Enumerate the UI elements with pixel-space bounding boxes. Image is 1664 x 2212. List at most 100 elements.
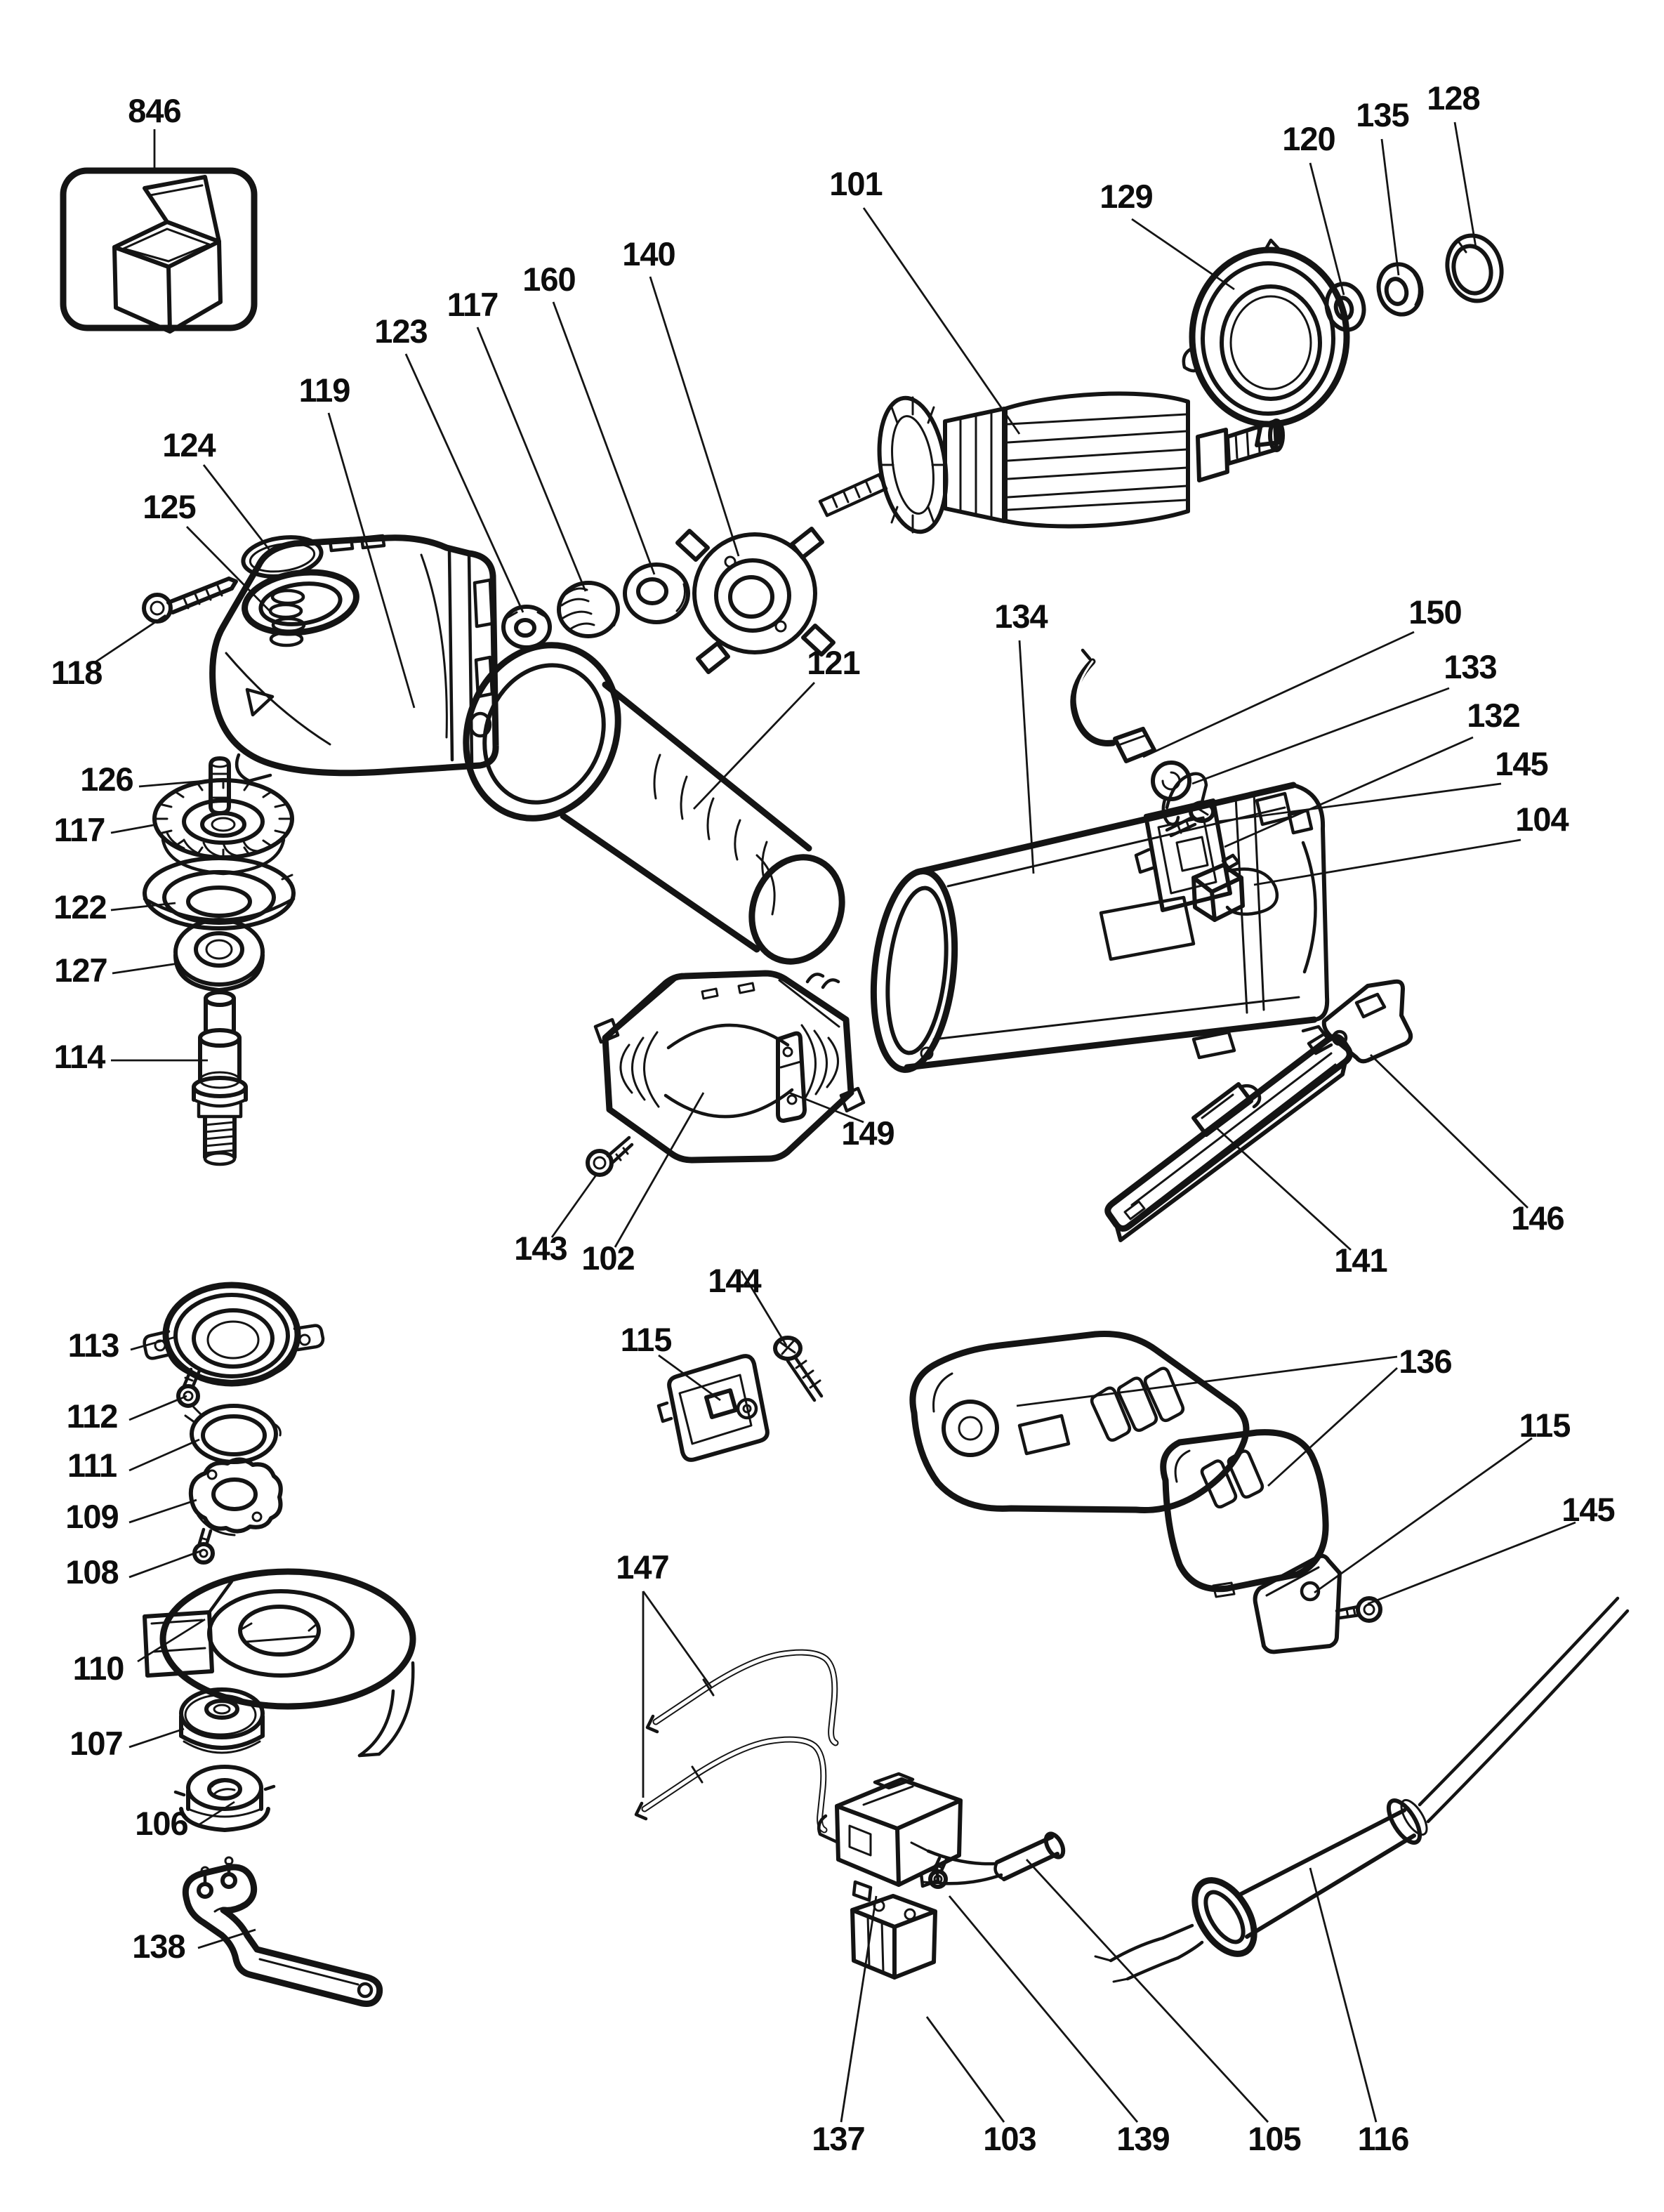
label-124: 124 — [162, 426, 216, 463]
part-lead-wire — [1070, 648, 1156, 763]
label-136: 136 — [1399, 1343, 1451, 1380]
part-handle-shell-upper — [909, 1331, 1250, 1513]
part-handle-shell-lower — [1160, 1429, 1329, 1598]
part-screw-144 — [773, 1336, 824, 1402]
part-ball-bearing — [173, 918, 265, 992]
part-slider-bar — [1104, 1025, 1353, 1242]
part-spindle — [192, 990, 248, 1166]
label-119: 119 — [299, 371, 350, 409]
leader-111 — [128, 1438, 200, 1472]
label-104: 104 — [1515, 801, 1569, 838]
part-pinion-gear — [557, 581, 620, 638]
part-screw-145-lower — [1335, 1596, 1382, 1623]
leader-102 — [614, 1092, 705, 1248]
leader-143 — [550, 1173, 598, 1238]
leader-105 — [1025, 1859, 1269, 2123]
leader-147-b — [642, 1591, 713, 1689]
label-120: 120 — [1282, 120, 1335, 157]
leader-122 — [110, 902, 176, 911]
label-101: 101 — [829, 165, 882, 202]
part-wire-lower — [634, 1736, 828, 1834]
label-113: 113 — [68, 1326, 119, 1364]
leader-109 — [128, 1499, 197, 1524]
leader-124 — [202, 464, 272, 553]
leader-123 — [404, 353, 524, 613]
leader-107 — [128, 1727, 185, 1749]
leader-121 — [692, 682, 816, 810]
label-147: 147 — [616, 1548, 668, 1586]
label-128: 128 — [1427, 79, 1479, 117]
part-bearing-cover — [143, 1282, 325, 1387]
parts-artwork — [60, 167, 1630, 2007]
part-bearing-housing-cup — [1182, 238, 1350, 447]
leader-106 — [199, 1800, 235, 1826]
leader-108 — [128, 1549, 203, 1579]
leader-160 — [552, 301, 656, 575]
part-insulator-plate — [776, 1031, 807, 1123]
leader-110 — [137, 1618, 206, 1663]
leader-127 — [112, 962, 179, 975]
label-145-lower: 145 — [1561, 1491, 1614, 1528]
part-spanner-wrench — [182, 1856, 383, 2007]
leader-103 — [925, 2016, 1005, 2123]
label-102: 102 — [581, 1239, 634, 1277]
part-wheel-guard — [143, 1568, 416, 1758]
leader-112 — [128, 1395, 187, 1421]
leader-115-switch — [658, 1354, 721, 1402]
leader-126 — [138, 779, 206, 788]
part-motor-housing — [870, 782, 1330, 1073]
label-135: 135 — [1356, 96, 1408, 133]
label-121: 121 — [807, 644, 859, 681]
part-retaining-ring-128 — [1445, 233, 1504, 303]
leader-145-right — [1217, 782, 1502, 823]
part-field-coil — [593, 970, 866, 1164]
leader-133 — [1191, 687, 1450, 785]
part-spring — [268, 588, 306, 647]
leader-132 — [1224, 736, 1474, 848]
part-wire-upper — [645, 1649, 839, 1746]
label-129: 129 — [1100, 178, 1152, 215]
label-114: 114 — [54, 1038, 106, 1075]
part-side-handle — [463, 642, 845, 965]
leader-128 — [1453, 121, 1477, 248]
leader-144 — [740, 1270, 788, 1346]
leader-118 — [93, 614, 166, 664]
leader-117-left — [110, 823, 158, 834]
leader-145-lower — [1367, 1521, 1576, 1605]
part-lock-lever — [1307, 979, 1413, 1064]
label-146: 146 — [1511, 1199, 1564, 1237]
part-o-ring — [241, 535, 324, 579]
leader-125 — [186, 526, 272, 613]
part-bearing-135 — [1376, 262, 1424, 317]
part-power-cord — [1094, 1596, 1630, 1983]
part-armature — [818, 391, 1285, 534]
part-bearing-160 — [623, 562, 690, 624]
part-cover-plate — [1253, 1553, 1342, 1654]
leader-116 — [1309, 1867, 1378, 2123]
part-ring-111 — [184, 1404, 282, 1464]
label-144: 144 — [708, 1262, 761, 1299]
label-127: 127 — [54, 952, 107, 989]
label-109: 109 — [65, 1498, 118, 1535]
label-122: 122 — [53, 888, 106, 926]
part-inner-flange — [675, 527, 836, 674]
label-115-switch: 115 — [621, 1321, 672, 1358]
label-103: 103 — [983, 2120, 1036, 2157]
label-126: 126 — [80, 761, 133, 798]
part-switch — [817, 1772, 963, 1902]
part-storage-box — [60, 167, 258, 334]
part-screw-112 — [176, 1367, 202, 1408]
label-106: 106 — [135, 1805, 187, 1842]
leader-149 — [788, 1091, 864, 1124]
leader-129 — [1131, 218, 1235, 291]
label-112: 112 — [67, 1397, 118, 1435]
part-carbon-brush — [1191, 853, 1279, 922]
part-gear-housing — [209, 534, 499, 783]
part-cord-end — [910, 1831, 1066, 1885]
label-137: 137 — [812, 2120, 864, 2157]
label-145-right: 145 — [1495, 745, 1547, 782]
label-117-left: 117 — [54, 811, 105, 848]
leader-137 — [840, 1895, 878, 2123]
label-149: 149 — [841, 1114, 894, 1152]
